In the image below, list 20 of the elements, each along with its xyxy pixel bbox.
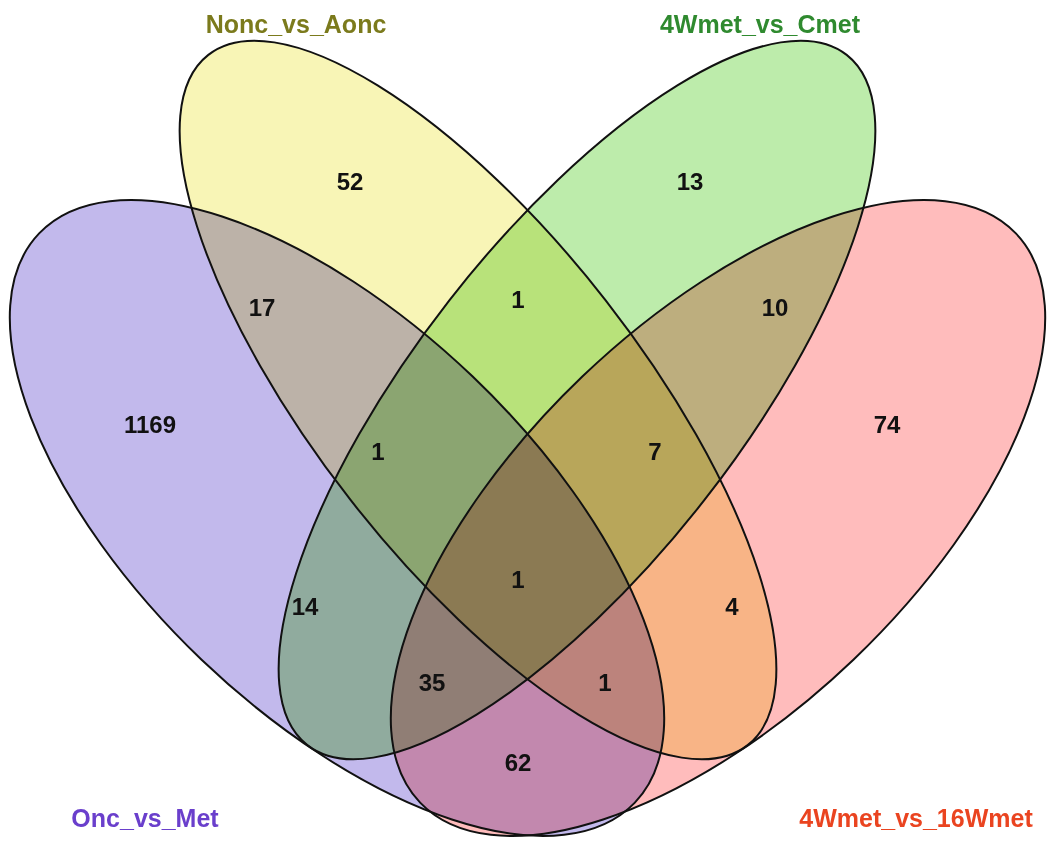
region-count: 1 — [511, 288, 525, 312]
region-count: 13 — [676, 170, 704, 194]
region-count: 17 — [248, 296, 276, 320]
region-count: 1 — [598, 671, 612, 695]
region-count: 1 — [371, 440, 385, 464]
set-label: Onc_vs_Met — [71, 805, 219, 831]
region-count: 10 — [761, 296, 789, 320]
set-ellipse — [391, 200, 1045, 836]
region-count: 4 — [725, 595, 739, 619]
region-count: 1 — [511, 568, 525, 592]
region-count: 74 — [873, 413, 901, 437]
region-count: 14 — [291, 595, 319, 619]
set-label: Nonc_vs_Aonc — [205, 11, 387, 37]
set-label: 4Wmet_vs_16Wmet — [799, 805, 1033, 831]
region-count: 1169 — [123, 413, 177, 437]
set-label: 4Wmet_vs_Cmet — [659, 11, 861, 37]
region-count: 52 — [336, 170, 364, 194]
region-count: 7 — [648, 440, 662, 464]
region-count: 62 — [504, 751, 532, 775]
region-count: 35 — [418, 671, 446, 695]
